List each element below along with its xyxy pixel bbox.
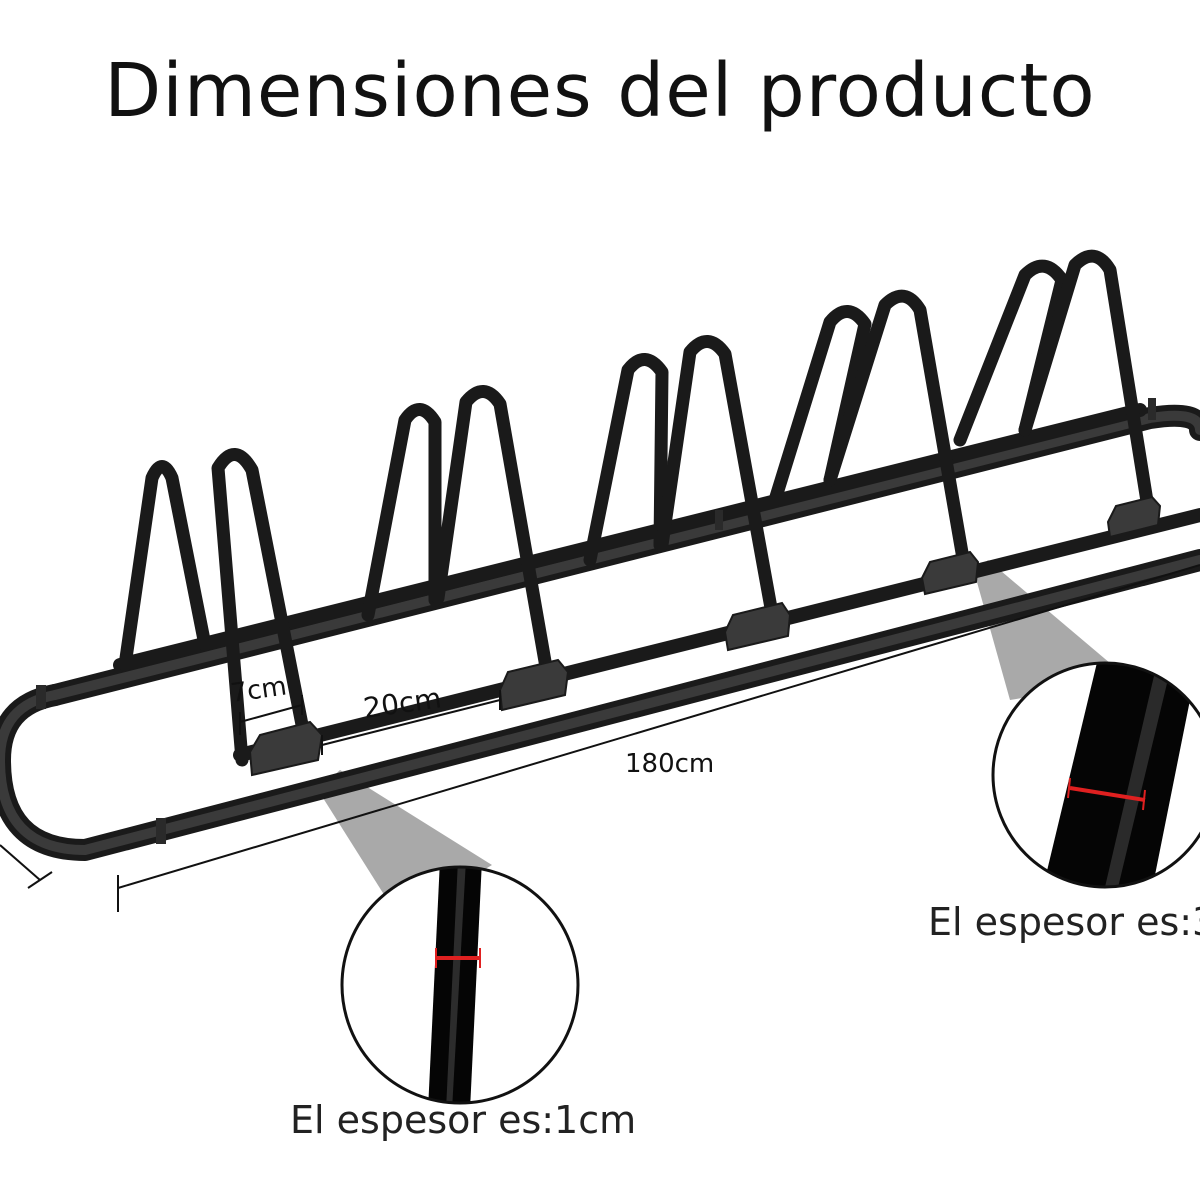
dim-label-slot-width: 7cm <box>229 671 289 709</box>
thickness-mark-left <box>435 948 481 968</box>
wheel-holder-loops <box>118 249 1157 767</box>
thickness-mark-right <box>1067 777 1146 811</box>
page-title: Dimensiones del producto <box>104 48 1096 134</box>
frame-joints <box>36 398 1156 844</box>
dim-label-total-length: 180cm <box>625 749 714 779</box>
caption-thickness-left: El espesor es:1cm <box>290 1098 637 1142</box>
caption-thickness-right: El espesor es:3 <box>928 900 1200 944</box>
tire-pads <box>248 495 1162 777</box>
dimension-lines <box>0 564 1200 912</box>
callout-right <box>991 661 1200 889</box>
callout-left <box>340 865 580 1105</box>
